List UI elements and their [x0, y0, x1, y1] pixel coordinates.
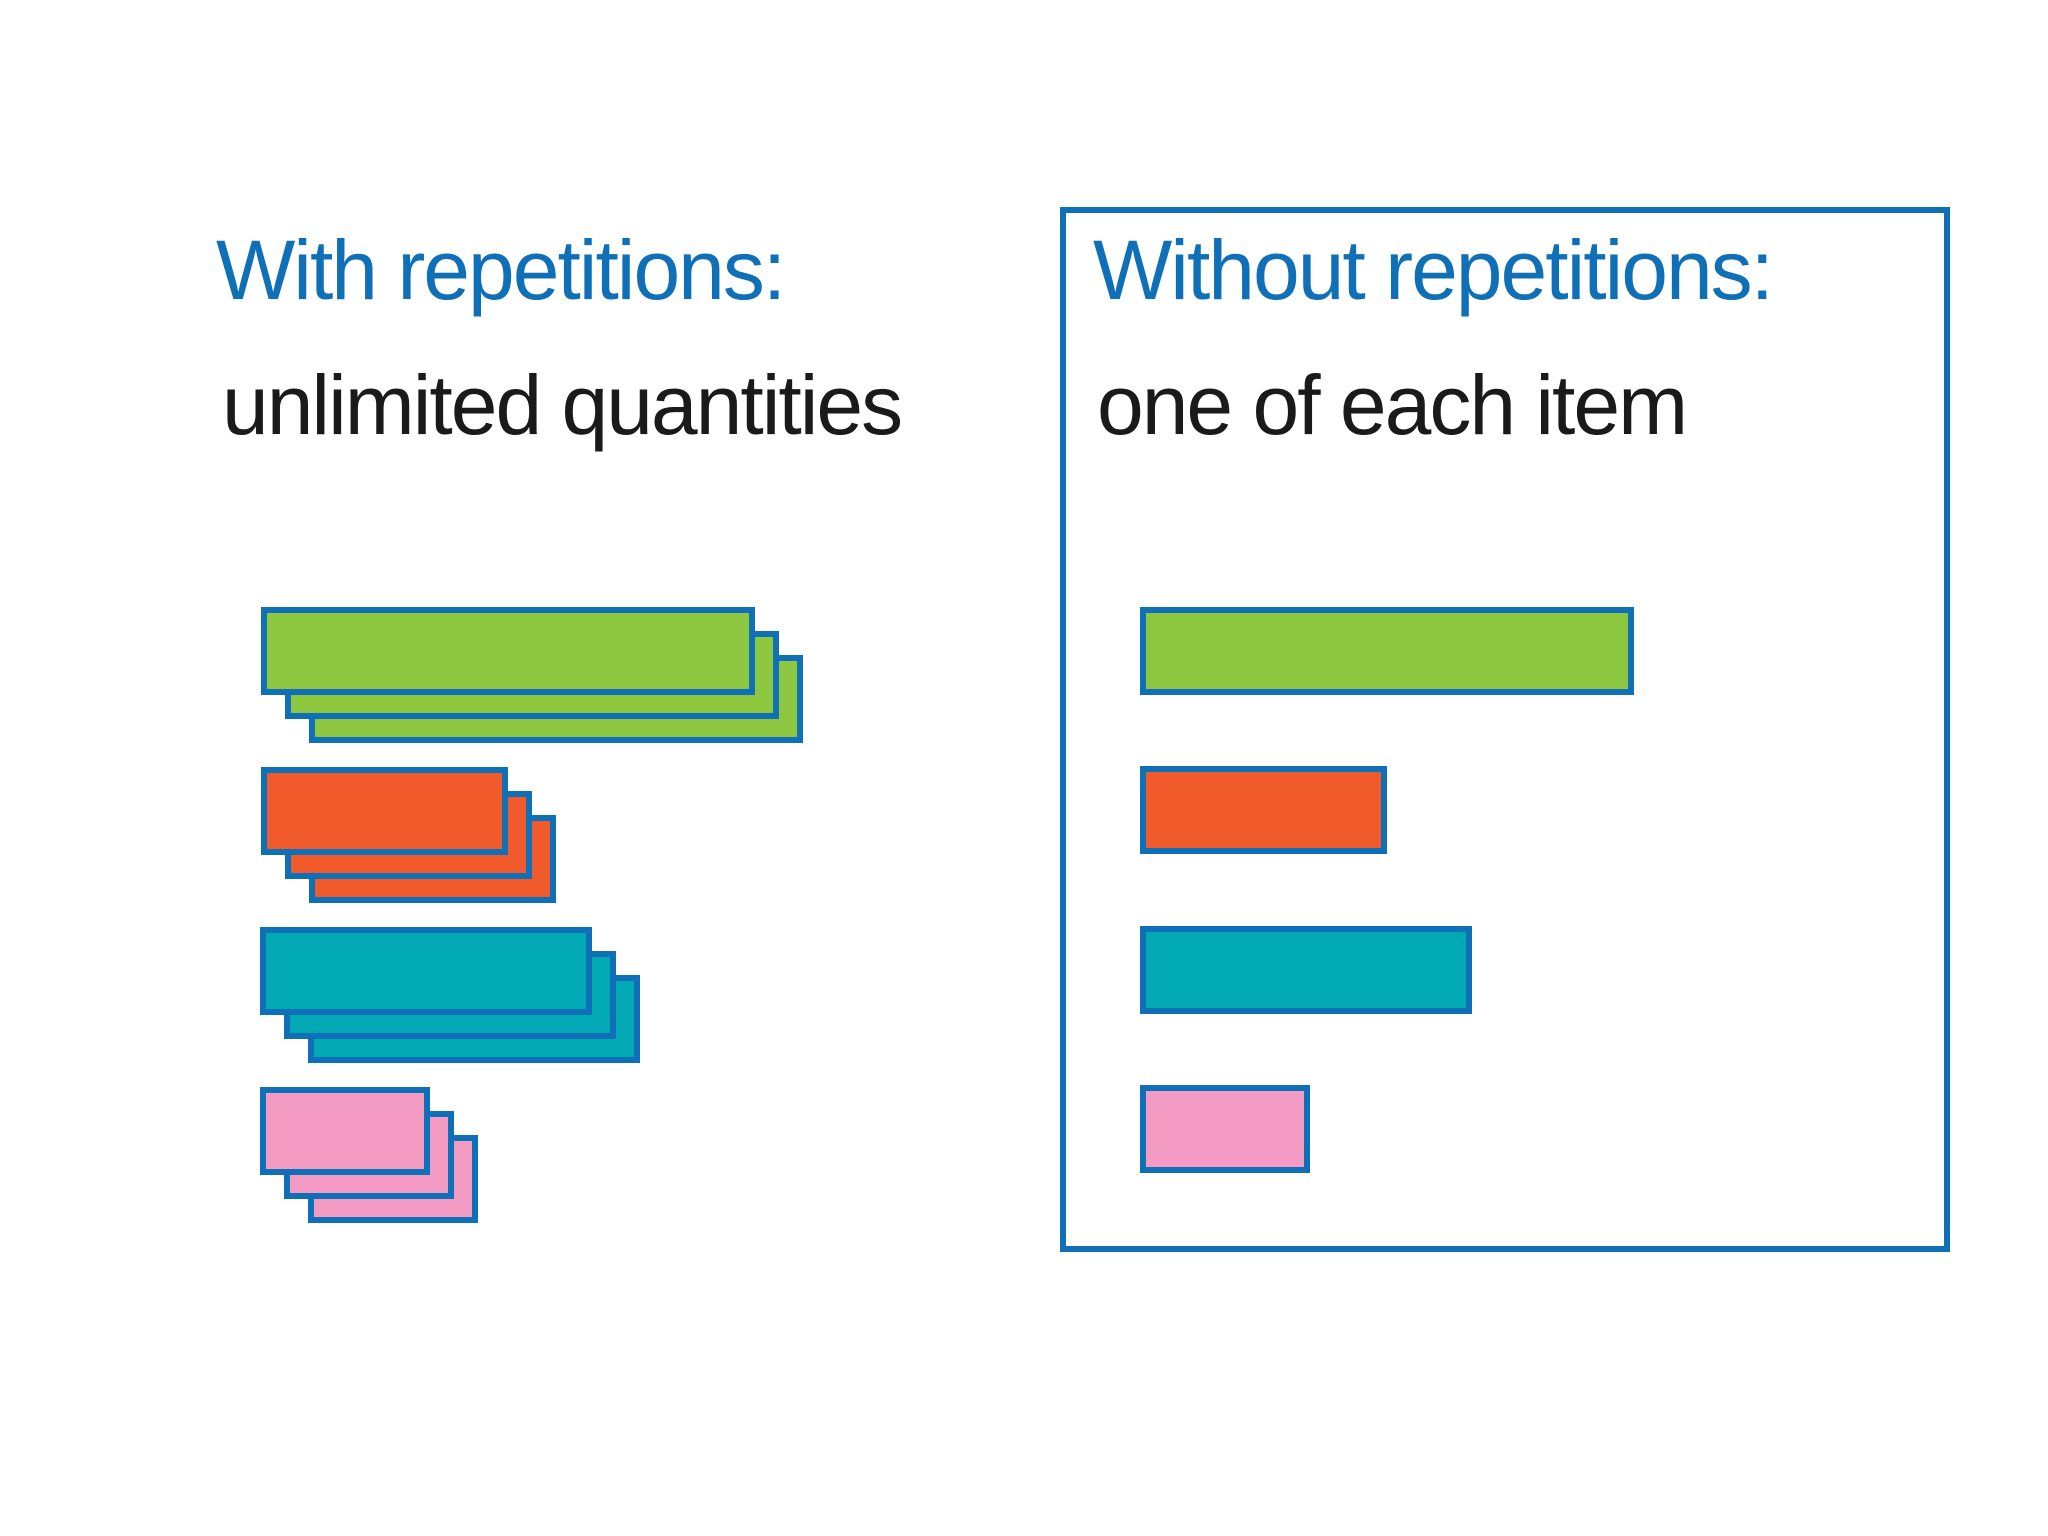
orange-item-bar-single	[1140, 766, 1387, 854]
left-panel-title: With repetitions:	[216, 223, 786, 317]
green-item-bar-single	[1140, 607, 1634, 695]
orange-item-bar-front	[261, 767, 508, 855]
right-panel-subtitle: one of each item	[1097, 358, 1688, 452]
pink-item-bar-single	[1140, 1085, 1310, 1173]
left-panel-subtitle: unlimited quantities	[222, 358, 903, 452]
teal-item-bar-single	[1140, 926, 1472, 1014]
right-panel-title: Without repetitions:	[1093, 223, 1774, 317]
pink-item-bar-front	[260, 1087, 430, 1175]
teal-item-bar-front	[260, 927, 592, 1015]
green-item-bar-front	[261, 607, 755, 695]
without-repetitions-box: Without repetitions: one of each item	[1060, 207, 1950, 1252]
